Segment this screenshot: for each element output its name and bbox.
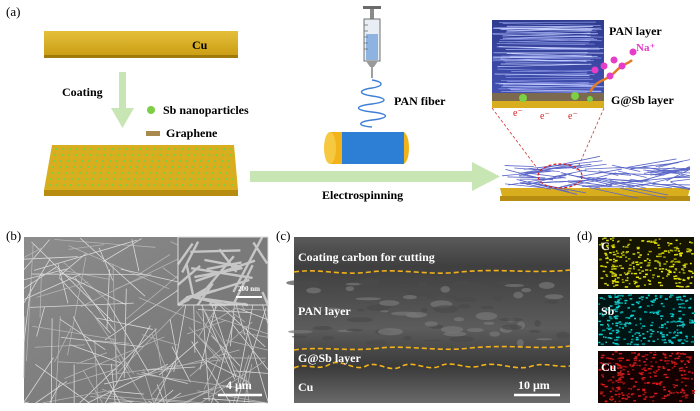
pan-layer-label: PAN layer bbox=[609, 24, 662, 38]
eds-maps-d bbox=[598, 237, 696, 403]
electron-label-2: e⁻ bbox=[540, 111, 550, 122]
zoom-schematic bbox=[491, 20, 637, 173]
panel-label-d: (d) bbox=[577, 228, 593, 243]
graphene-icon bbox=[146, 131, 160, 136]
graphene-legend-label: Graphene bbox=[166, 126, 218, 140]
cu-foil bbox=[44, 31, 238, 58]
final-electrode bbox=[500, 155, 691, 201]
sem-c-gsb-layer-label: G@Sb layer bbox=[298, 351, 361, 365]
coating-label: Coating bbox=[62, 85, 103, 99]
sem-c-scale-bar: 10 μm bbox=[518, 378, 550, 392]
sem-image-c bbox=[286, 237, 571, 403]
sem-image-b bbox=[23, 236, 270, 404]
sem-b-scale-bar: 4 μm bbox=[226, 378, 252, 392]
sb-legend-label: Sb nanoparticles bbox=[163, 103, 249, 117]
eds-cu-label: Cu bbox=[601, 360, 617, 374]
panel-label-a: (a) bbox=[6, 4, 21, 19]
electrospinning-label: Electrospinning bbox=[322, 188, 404, 202]
pan-fiber-label: PAN fiber bbox=[394, 94, 446, 108]
cu-label: Cu bbox=[192, 38, 208, 52]
electron-label-3: e⁻ bbox=[568, 111, 578, 122]
syringe-icon bbox=[363, 6, 381, 78]
sb-nanoparticle-icon bbox=[147, 106, 155, 114]
collector-drum bbox=[324, 132, 409, 164]
gsb-layer-label: G@Sb layer bbox=[611, 93, 674, 107]
sem-c-coating-carbon-label: Coating carbon for cutting bbox=[298, 250, 435, 264]
electrospinning-arrow bbox=[250, 162, 500, 191]
coating-arrow bbox=[111, 72, 134, 128]
eds-c-label: C bbox=[601, 239, 610, 253]
pan-fiber-spiral bbox=[357, 79, 387, 128]
sem-b-inset-scale: 200 nm bbox=[238, 285, 260, 293]
na-ion-label: Na⁺ bbox=[636, 42, 656, 54]
eds-sb-label: Sb bbox=[601, 304, 615, 318]
electron-label-1: e⁻ bbox=[513, 108, 523, 119]
sem-c-pan-layer-label: PAN layer bbox=[298, 304, 351, 318]
panel-label-c: (c) bbox=[276, 228, 291, 243]
sem-c-cu-label: Cu bbox=[298, 380, 314, 394]
coated-cu-plate bbox=[44, 145, 238, 196]
panel-label-b: (b) bbox=[6, 228, 22, 243]
